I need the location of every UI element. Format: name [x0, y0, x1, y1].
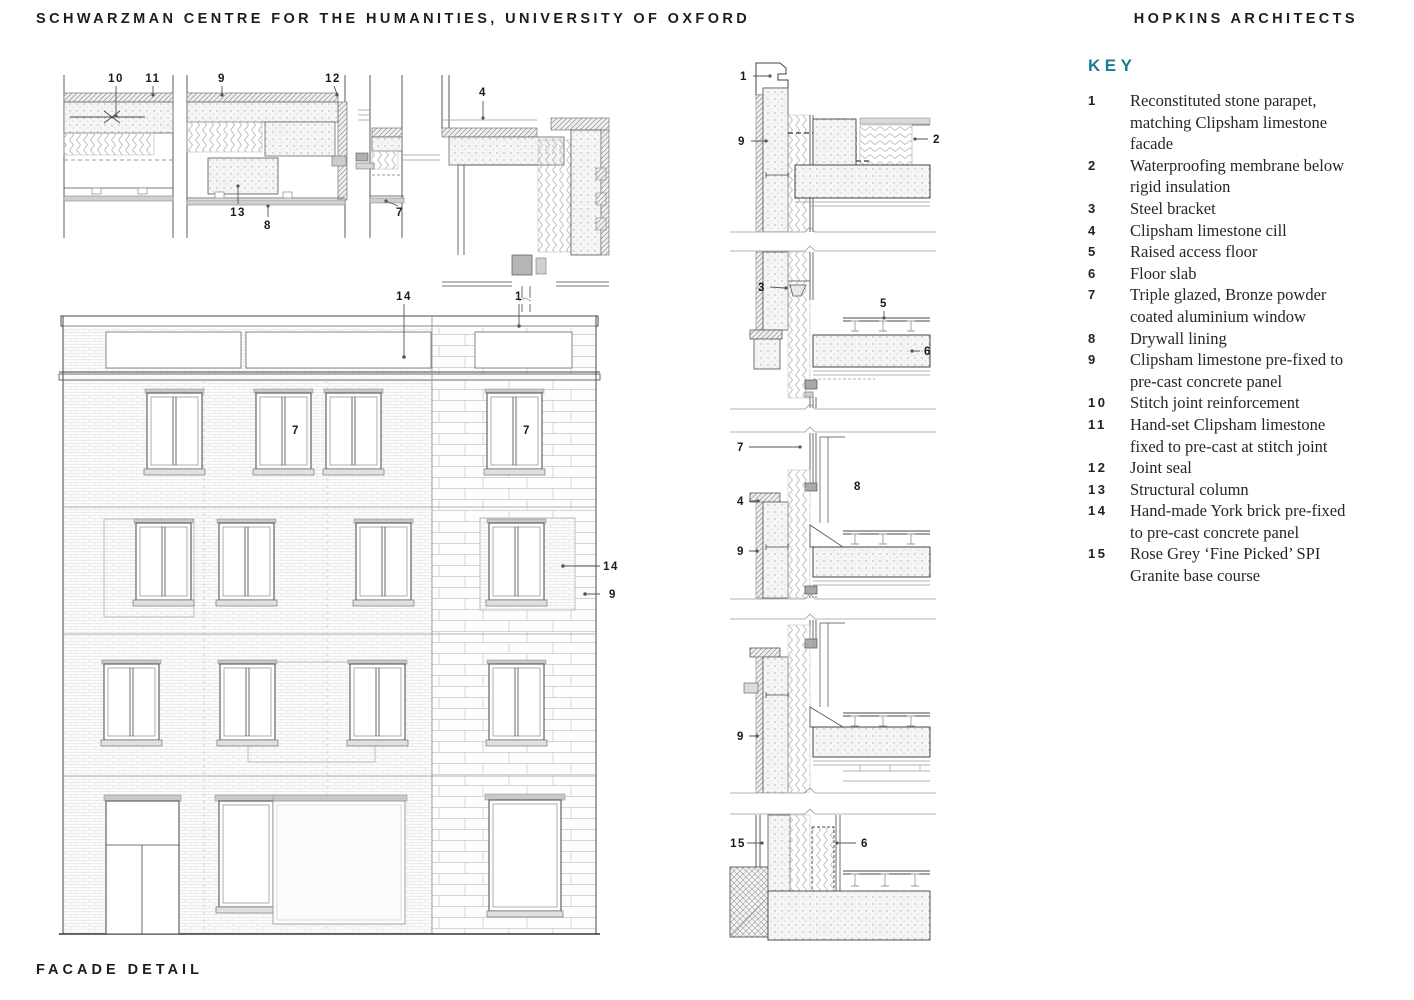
plan-detail-panel-column — [186, 75, 348, 238]
callout-drywall-section: 8 — [854, 481, 862, 493]
key-item-number: 15 — [1088, 546, 1108, 562]
key-item: 13 Structural column — [1088, 479, 1364, 501]
callout-limestone-parapet: 9 — [738, 136, 746, 148]
key-item-number: 7 — [1088, 287, 1098, 303]
callout-window-section: 7 — [737, 442, 745, 454]
drawing-caption: FACADE DETAIL — [36, 962, 203, 978]
callout-handset-limestone: 11 — [145, 73, 160, 85]
key-item-number: 4 — [1088, 222, 1098, 238]
key-item-number: 1 — [1088, 93, 1098, 108]
key-item: 6 Floor slab — [1088, 263, 1364, 285]
architect-name: HOPKINS ARCHITECTS — [1133, 11, 1358, 27]
callout-parapet-elevation: 1 — [515, 291, 523, 303]
callout-waterproofing: 2 — [933, 134, 941, 146]
key-item-number: 14 — [1088, 503, 1108, 519]
key-item-text: Joint seal — [1130, 458, 1192, 478]
key-item: 1 Reconstituted stone parapet, matching C… — [1088, 90, 1364, 155]
callout-parapet-section: 1 — [740, 71, 748, 83]
key-item: 8 Drywall lining — [1088, 328, 1364, 350]
key-item-number: 3 — [1088, 200, 1098, 216]
callout-york-brick-side: 14 — [603, 561, 619, 573]
key-item-number: 9 — [1088, 352, 1098, 368]
callout-drywall-plan: 8 — [264, 220, 272, 232]
key-item-text: Floor slab — [1130, 263, 1197, 283]
callout-york-brick-top: 14 — [396, 291, 412, 303]
key-item-text: Triple glazed, Bronze powder coated alum… — [1130, 285, 1327, 326]
key-item-number: 8 — [1088, 330, 1098, 346]
key-item: 12 Joint seal — [1088, 457, 1364, 479]
key-item-text: Stitch joint reinforcement — [1130, 393, 1300, 413]
break-line-3 — [730, 593, 936, 620]
key-item: 10 Stitch joint reinforcement — [1088, 392, 1364, 414]
key-item-text: Hand-made York brick pre-fixed to pre-ca… — [1130, 501, 1346, 542]
key-item: 9 Clipsham limestone pre-fixed to pre-cas… — [1088, 349, 1364, 392]
callout-slab-base: 6 — [861, 838, 869, 850]
key-item-number: 11 — [1088, 416, 1107, 432]
break-line-2 — [730, 403, 936, 433]
key-item-number: 2 — [1088, 157, 1098, 173]
key-item: 4 Clipsham limestone cill — [1088, 220, 1364, 242]
key-item-text: Clipsham limestone pre-fixed to pre-cast… — [1130, 350, 1344, 391]
key-item-number: 12 — [1088, 460, 1108, 476]
callout-cill-section: 4 — [737, 496, 745, 508]
sheet-title: SCHWARZMAN CENTRE FOR THE HUMANITIES, UN… — [36, 11, 751, 27]
key-item-number: 13 — [1088, 481, 1108, 497]
key-heading: KEY — [1088, 56, 1137, 75]
key-item-text: Structural column — [1130, 479, 1249, 499]
key-item-text: Waterproofing membrane below rigid insul… — [1130, 155, 1345, 197]
key-item: 15 Rose Grey ‘Fine Picked’ SPI Granite ba… — [1088, 543, 1364, 586]
callout-limestone-panel: 9 — [218, 73, 226, 85]
section-parapet — [755, 62, 931, 233]
facade-elevation-drawing: 14 1 7 7 14 9 — [58, 291, 619, 935]
section-base — [729, 814, 931, 941]
key-item-number: 10 — [1088, 395, 1108, 411]
key-item: 2 Waterproofing membrane below rigid insu… — [1088, 155, 1364, 198]
key-item-text: Raised access floor — [1130, 242, 1258, 262]
callout-floor-slab: 6 — [924, 346, 932, 358]
break-line-4 — [730, 787, 936, 815]
section-window-cill — [749, 433, 931, 599]
callout-limestone-lower: 9 — [737, 731, 745, 743]
key-panel: KEY 1 Reconstituted stone parapet, matchi… — [1088, 56, 1364, 587]
callout-limestone-mid: 9 — [737, 546, 745, 558]
key-item: 14 Hand-made York brick pre-fixed to pre-… — [1088, 500, 1364, 543]
key-item: 5 Raised access floor — [1088, 241, 1364, 263]
callout-window-elevation-1: 7 — [292, 425, 300, 437]
elevation-windows — [100, 388, 576, 935]
break-line-1 — [730, 226, 936, 252]
key-item: 7 Triple glazed, Bronze powder coated alu… — [1088, 284, 1364, 327]
callout-limestone-side: 9 — [609, 589, 617, 601]
key-item-number: 5 — [1088, 244, 1098, 260]
key-item: 11 Hand-set Clipsham limestone fixed to p… — [1088, 414, 1364, 457]
key-item-text: Hand-set Clipsham limestone fixed to pre… — [1130, 414, 1328, 456]
section-typical-floor — [743, 620, 931, 794]
key-item-number: 6 — [1088, 265, 1098, 281]
plan-details-drawing: 10 11 9 12 4 13 8 7 — [63, 73, 610, 312]
callout-structural-column: 13 — [230, 207, 246, 219]
callout-stitch-reinforcement: 10 — [108, 73, 124, 85]
plan-detail-corner — [441, 75, 610, 312]
section-window-head — [749, 251, 931, 408]
key-item-text: Clipsham limestone cill — [1130, 220, 1287, 240]
key-item-text: Reconstituted stone parapet, matching Cl… — [1130, 91, 1328, 154]
callout-granite-base: 15 — [730, 838, 746, 850]
callout-window-elevation-2: 7 — [523, 425, 531, 437]
key-item-text: Steel bracket — [1130, 198, 1216, 218]
key-item-text: Rose Grey ‘Fine Picked’ SPI Granite base… — [1130, 544, 1321, 586]
callout-window-plan: 7 — [396, 207, 404, 219]
callout-steel-bracket: 3 — [758, 282, 766, 294]
section-details-drawing: 1 9 2 3 5 6 7 4 8 9 9 15 6 — [729, 62, 941, 941]
callout-raised-floor: 5 — [880, 298, 888, 310]
callout-joint-seal: 12 — [325, 73, 341, 85]
key-item-text: Drywall lining — [1130, 328, 1227, 348]
callout-limestone-cill-plan: 4 — [479, 87, 487, 99]
key-item: 3 Steel bracket — [1088, 198, 1364, 220]
plan-detail-stitch-joint — [63, 75, 174, 238]
